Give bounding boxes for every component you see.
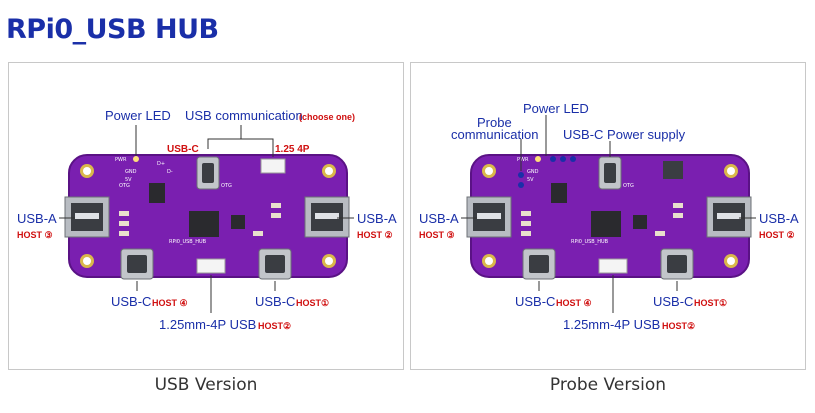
label-host3: HOST ③ (17, 230, 53, 240)
label-communication: communication (451, 127, 538, 142)
label-host2: HOST ② (357, 230, 393, 240)
label-usb-c-power-supply: USB-C Power supply (563, 127, 686, 142)
label-host4: HOST ④ (152, 298, 188, 308)
label-usb-c-right: USB-C (255, 294, 295, 309)
label-usb-a-left: USB-A (419, 211, 459, 226)
label-125mm-usb: 1.25mm-4P USB (159, 317, 256, 332)
usb-a-left-port (64, 196, 110, 238)
silk-gnd: GND (125, 169, 137, 175)
label-usb-a-left: USB-A (17, 211, 57, 226)
label-host2b: HOST② (662, 321, 695, 331)
usb-a-right-port (304, 196, 350, 238)
usb-a-left-port (466, 196, 512, 238)
page-title: RPi0_USB HUB (6, 14, 219, 45)
label-host2b: HOST② (258, 321, 291, 331)
hub-chip (551, 183, 647, 237)
caption-usb-version: USB Version (154, 375, 258, 395)
connector-125mm-bottom (196, 258, 226, 274)
silk-pwr: PWR (517, 157, 529, 163)
hub-chip (149, 183, 245, 237)
silk-otg: OTG (623, 183, 634, 189)
connector-125mm-bottom (598, 258, 628, 274)
usb-c-bottom-right-port (660, 248, 694, 280)
leader-lines (59, 125, 354, 313)
leader-lines (461, 115, 756, 313)
label-power-led: Power LED (105, 108, 171, 123)
usb-c-bottom-right-port (258, 248, 292, 280)
silk-5v: 5V (527, 177, 534, 183)
label-host2: HOST ② (759, 230, 795, 240)
label-usb-c-right: USB-C (653, 294, 693, 309)
label-125mm-usb: 1.25mm-4P USB (563, 317, 660, 332)
label-host3: HOST ③ (419, 230, 455, 240)
silk-dm: D- (167, 169, 173, 175)
silk-pwr: PWR (115, 157, 127, 163)
label-125-4p: 1.25 4P (275, 144, 310, 155)
label-usb-communication: USB communication (185, 108, 303, 123)
silk-board-name: RPi0_USB_HUB (169, 239, 207, 245)
label-host4: HOST ④ (556, 298, 592, 308)
label-power-led: Power LED (523, 101, 589, 116)
label-host1: HOST① (694, 298, 727, 308)
silk-dp: D+ (157, 161, 165, 167)
silk-otg: OTG (221, 183, 232, 189)
probe-version-diagram: PWR GND 5V OTG RPi0_USB_HUB Probe commun… (419, 101, 799, 332)
label-host1: HOST① (296, 298, 329, 308)
caption-probe-version: Probe Version (549, 375, 667, 395)
probe-version-panel: PWR GND 5V OTG RPi0_USB_HUB Probe commun… (410, 62, 806, 370)
connector-125-4p-top (260, 158, 286, 174)
label-choose-one: (choose one) (299, 112, 355, 122)
silk-otg-left: OTG (119, 183, 130, 189)
probe-headers (518, 156, 683, 188)
label-usb-c-left: USB-C (111, 294, 151, 309)
usb-c-top-port (196, 156, 220, 190)
smd-components (521, 203, 683, 236)
usb-c-power-port (598, 156, 622, 190)
silk-gnd: GND (527, 169, 539, 175)
silk-board-name: RPi0_USB_HUB (571, 239, 609, 245)
usb-version-diagram: PWR GND 5V D+ D- OTG OTG RPi0_USB_HUB Po… (17, 108, 397, 332)
usb-a-right-port (706, 196, 752, 238)
label-usb-a-right: USB-A (759, 211, 799, 226)
smd-components (119, 203, 281, 236)
usb-c-bottom-left-port (522, 248, 556, 280)
usb-c-bottom-left-port (120, 248, 154, 280)
label-usb-a-right: USB-A (357, 211, 397, 226)
silk-5v: 5V (125, 177, 132, 183)
power-led (535, 156, 541, 162)
label-probe: Probe (477, 115, 512, 130)
power-led (133, 156, 139, 162)
label-usb-c-top: USB-C (167, 144, 199, 155)
label-usb-c-left: USB-C (515, 294, 555, 309)
usb-version-panel: PWR GND 5V D+ D- OTG OTG RPi0_USB_HUB Po… (8, 62, 404, 370)
